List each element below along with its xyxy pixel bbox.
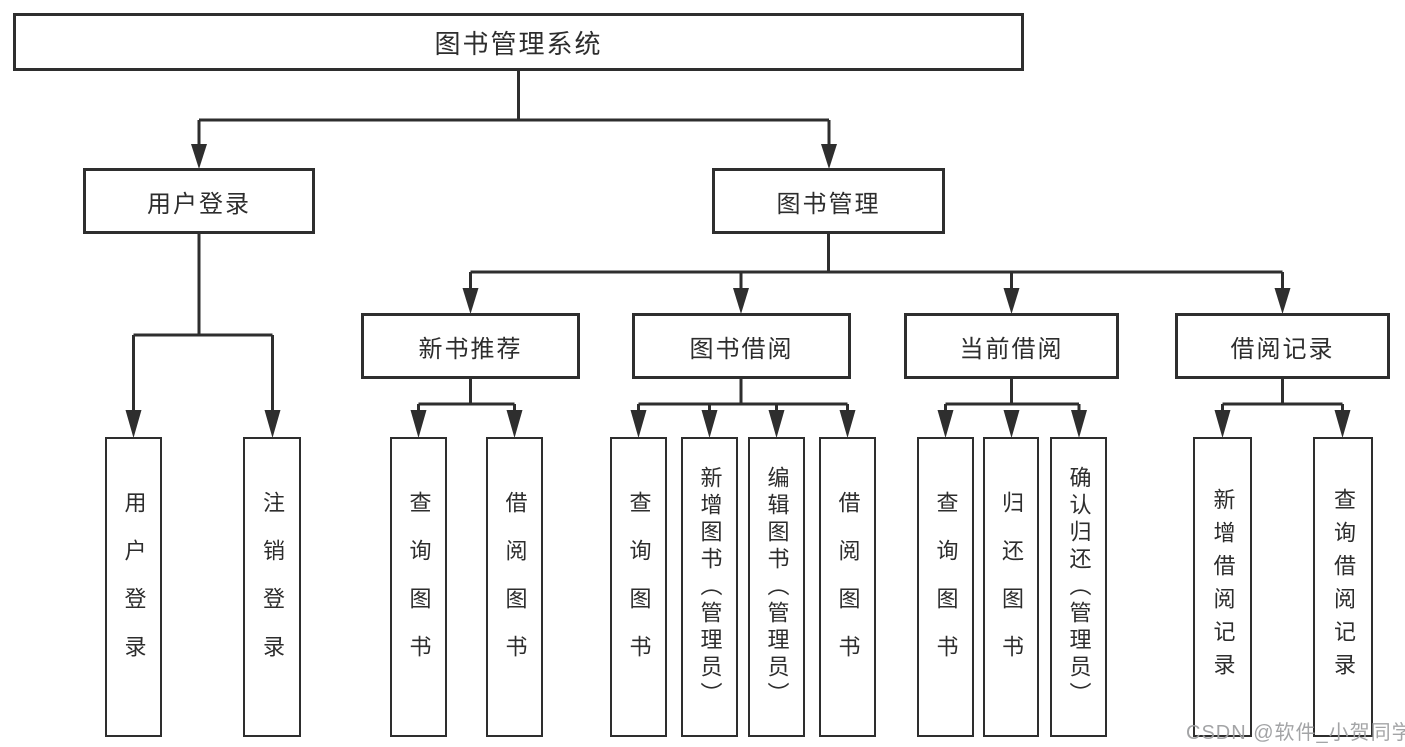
leaf-label: 注销登录: [260, 491, 285, 683]
leaf-label: 确认归还（管理员）: [1066, 465, 1092, 709]
arrowheads: [125, 144, 1351, 438]
leaf-label: 查询图书: [406, 491, 432, 683]
leaf-borrow-books-newbook: 借阅图书: [486, 437, 543, 737]
leaf-query-books-borrowing: 查询图书: [610, 437, 667, 737]
leaf-label: 查询借阅记录: [1331, 488, 1356, 686]
leaf-label: 归还图书: [999, 491, 1024, 683]
node-borrowing-records: 借阅记录: [1175, 313, 1390, 379]
leaf-borrow-books-borrowing: 借阅图书: [819, 437, 876, 737]
leaf-query-books-current: 查询图书: [917, 437, 974, 737]
leaf-user-login: 用户登录: [105, 437, 162, 737]
leaf-label: 借阅图书: [502, 491, 528, 683]
watermark: CSDN @软件_小贺同学: [1186, 722, 1405, 744]
node-library-management-system: 图书管理系统: [13, 13, 1024, 71]
leaf-edit-books-admin: 编辑图书（管理员）: [748, 437, 805, 737]
leaf-label: 用户登录: [121, 491, 147, 683]
leaf-label: 查询图书: [933, 491, 959, 683]
leaf-confirm-return-admin: 确认归还（管理员）: [1050, 437, 1107, 737]
leaf-label: 查询图书: [626, 491, 652, 683]
node-current-borrowing: 当前借阅: [904, 313, 1119, 379]
leaf-add-borrow-record: 新增借阅记录: [1193, 437, 1252, 737]
leaf-query-books-newbook: 查询图书: [390, 437, 447, 737]
leaf-label: 新增图书（管理员）: [697, 465, 723, 709]
leaf-label: 借阅图书: [835, 491, 861, 683]
leaf-return-books: 归还图书: [983, 437, 1039, 737]
leaf-logout: 注销登录: [243, 437, 301, 737]
node-new-book-recommend: 新书推荐: [361, 313, 580, 379]
leaf-label: 新增借阅记录: [1210, 488, 1236, 686]
node-book-management: 图书管理: [712, 168, 945, 234]
leaf-label: 编辑图书（管理员）: [764, 465, 790, 709]
leaf-query-borrow-record: 查询借阅记录: [1313, 437, 1373, 737]
node-book-borrowing: 图书借阅: [632, 313, 851, 379]
node-user-login: 用户登录: [83, 168, 315, 234]
leaf-add-books-admin: 新增图书（管理员）: [681, 437, 738, 737]
